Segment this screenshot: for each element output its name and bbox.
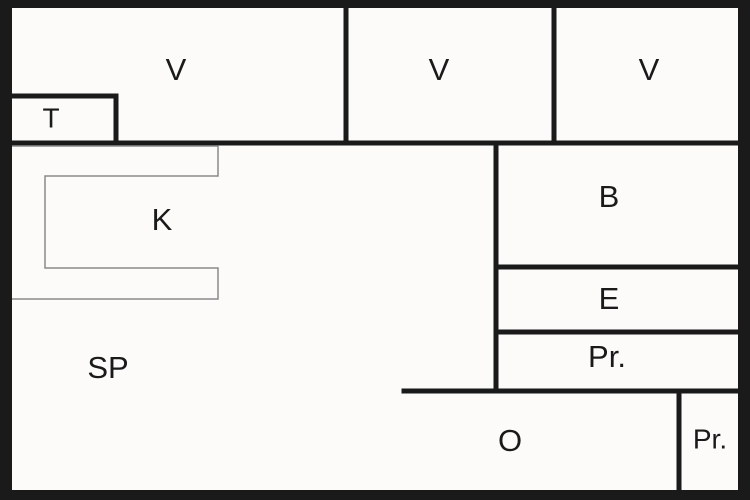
label-pr-1: Pr. bbox=[588, 339, 626, 374]
label-v3: V bbox=[639, 52, 660, 87]
label-pr-2: Pr. bbox=[693, 423, 727, 454]
floor-area bbox=[12, 8, 738, 490]
room-labels: V V V T K SP B E Pr. O Pr. bbox=[42, 52, 727, 458]
kitchen-outline bbox=[12, 145, 219, 300]
label-k: K bbox=[152, 202, 173, 237]
label-o: O bbox=[498, 423, 522, 458]
walls bbox=[9, 5, 741, 493]
label-v2: V bbox=[429, 52, 450, 87]
label-v1: V bbox=[166, 52, 187, 87]
label-e: E bbox=[599, 281, 620, 316]
label-t: T bbox=[42, 102, 59, 133]
label-sp: SP bbox=[87, 350, 128, 385]
label-b: B bbox=[599, 179, 620, 214]
